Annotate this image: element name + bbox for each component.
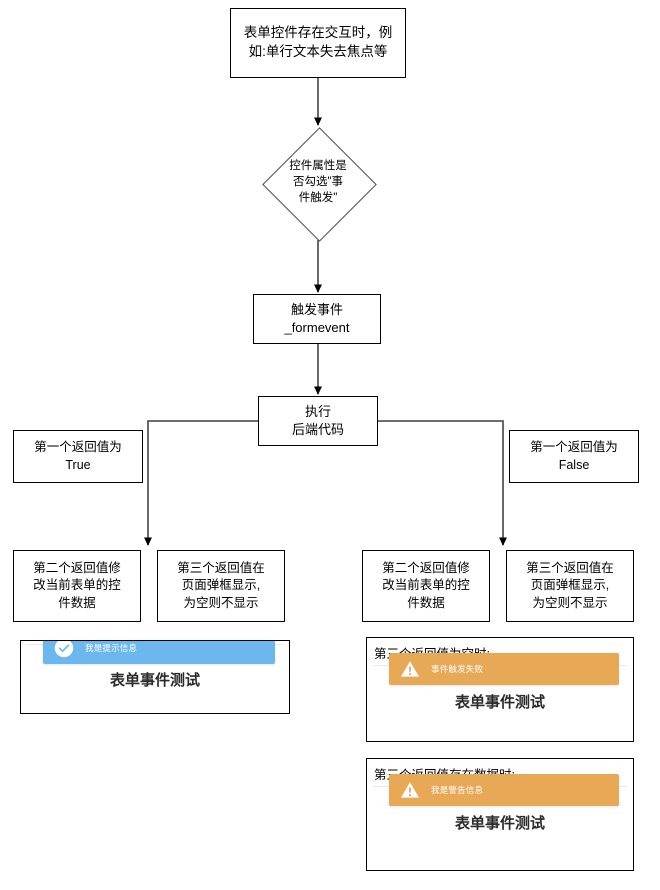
screenshot-warning-empty: 第三个返回值为空时: 事件触发失败 表单事件测试 bbox=[366, 637, 634, 742]
warning-data-toast-area: 我是警告信息 bbox=[367, 774, 633, 806]
node-right-second-line3: 件数据 bbox=[407, 595, 445, 610]
node-left-second-line3: 件数据 bbox=[58, 595, 96, 610]
connector-exec-to-left bbox=[144, 420, 258, 546]
node-trigger-line1: 触发事件 bbox=[290, 302, 343, 318]
node-return-false: 第一个返回值为 False bbox=[509, 430, 639, 483]
success-toast: 我是提示信息 bbox=[43, 641, 275, 664]
node-start-line2: 如:单行文本失去焦点等 bbox=[248, 44, 388, 59]
node-left-third-line3: 为空则不显示 bbox=[183, 595, 259, 610]
node-return-false-line2: False bbox=[558, 457, 590, 472]
node-exec-line1: 执行 bbox=[304, 404, 331, 420]
success-page-title: 表单事件测试 bbox=[109, 672, 200, 689]
node-start: 表单控件存在交互时，例 如:单行文本失去焦点等 bbox=[230, 8, 406, 78]
node-right-second-line2: 改当前表单的控 bbox=[382, 578, 470, 593]
node-exec-line2: 后端代码 bbox=[291, 422, 344, 437]
warning-empty-page-title: 表单事件测试 bbox=[454, 694, 545, 711]
node-decision-line2: 否勾选"事 bbox=[292, 176, 344, 189]
node-return-true-line1: 第一个返回值为 bbox=[34, 440, 122, 455]
warning-data-page-title: 表单事件测试 bbox=[454, 815, 545, 832]
node-decision: 控件属性是 否勾选"事 件触发" bbox=[249, 126, 387, 242]
node-right-third-line2: 页面弹框显示, bbox=[530, 578, 610, 593]
node-return-false-line1: 第一个返回值为 bbox=[530, 440, 618, 455]
warning-data-toast-message: 我是警告信息 bbox=[431, 785, 484, 795]
success-toast-area: 我是提示信息 bbox=[21, 641, 289, 664]
warning-data-toast: 我是警告信息 bbox=[389, 774, 619, 806]
screenshot-warning-data: 第三个返回值存在数据时: 我是警告信息 表单事件测试 bbox=[366, 758, 634, 871]
node-left-second-line2: 改当前表单的控 bbox=[33, 578, 121, 593]
node-right-third-line3: 为空则不显示 bbox=[532, 595, 608, 610]
connector-exec-to-right bbox=[378, 420, 507, 546]
warning-triangle-icon bbox=[400, 780, 420, 800]
node-trigger-line2: _formevent bbox=[284, 320, 350, 335]
node-left-second-return: 第二个返回值修 改当前表单的控 件数据 bbox=[13, 550, 141, 622]
node-right-second-return: 第二个返回值修 改当前表单的控 件数据 bbox=[362, 550, 490, 622]
node-right-third-line1: 第三个返回值在 bbox=[526, 561, 614, 576]
node-start-line1: 表单控件存在交互时，例 bbox=[243, 25, 393, 41]
node-left-third-return: 第三个返回值在 页面弹框显示, 为空则不显示 bbox=[157, 550, 285, 622]
node-right-third-return: 第三个返回值在 页面弹框显示, 为空则不显示 bbox=[506, 550, 634, 622]
screenshot-success-toast: 我是提示信息 表单事件测试 bbox=[20, 640, 290, 714]
warning-empty-toast: 事件触发失败 bbox=[389, 653, 619, 685]
warning-empty-toast-message: 事件触发失败 bbox=[431, 664, 484, 674]
node-return-true: 第一个返回值为 True bbox=[13, 430, 143, 483]
check-circle-icon bbox=[54, 641, 74, 658]
node-decision-line3: 件触发" bbox=[298, 191, 338, 204]
node-trigger-event: 触发事件 _formevent bbox=[253, 294, 381, 344]
node-left-third-line2: 页面弹框显示, bbox=[181, 578, 261, 593]
node-execute-backend: 执行 后端代码 bbox=[258, 396, 378, 446]
node-right-second-line1: 第二个返回值修 bbox=[382, 561, 470, 576]
node-left-third-line1: 第三个返回值在 bbox=[177, 561, 265, 576]
node-return-true-line2: True bbox=[65, 457, 91, 472]
node-decision-line1: 控件属性是 bbox=[289, 160, 347, 173]
warning-triangle-icon bbox=[400, 659, 420, 679]
node-left-second-line1: 第二个返回值修 bbox=[33, 561, 121, 576]
success-toast-message: 我是提示信息 bbox=[85, 643, 138, 653]
warning-empty-toast-area: 事件触发失败 bbox=[367, 653, 633, 685]
